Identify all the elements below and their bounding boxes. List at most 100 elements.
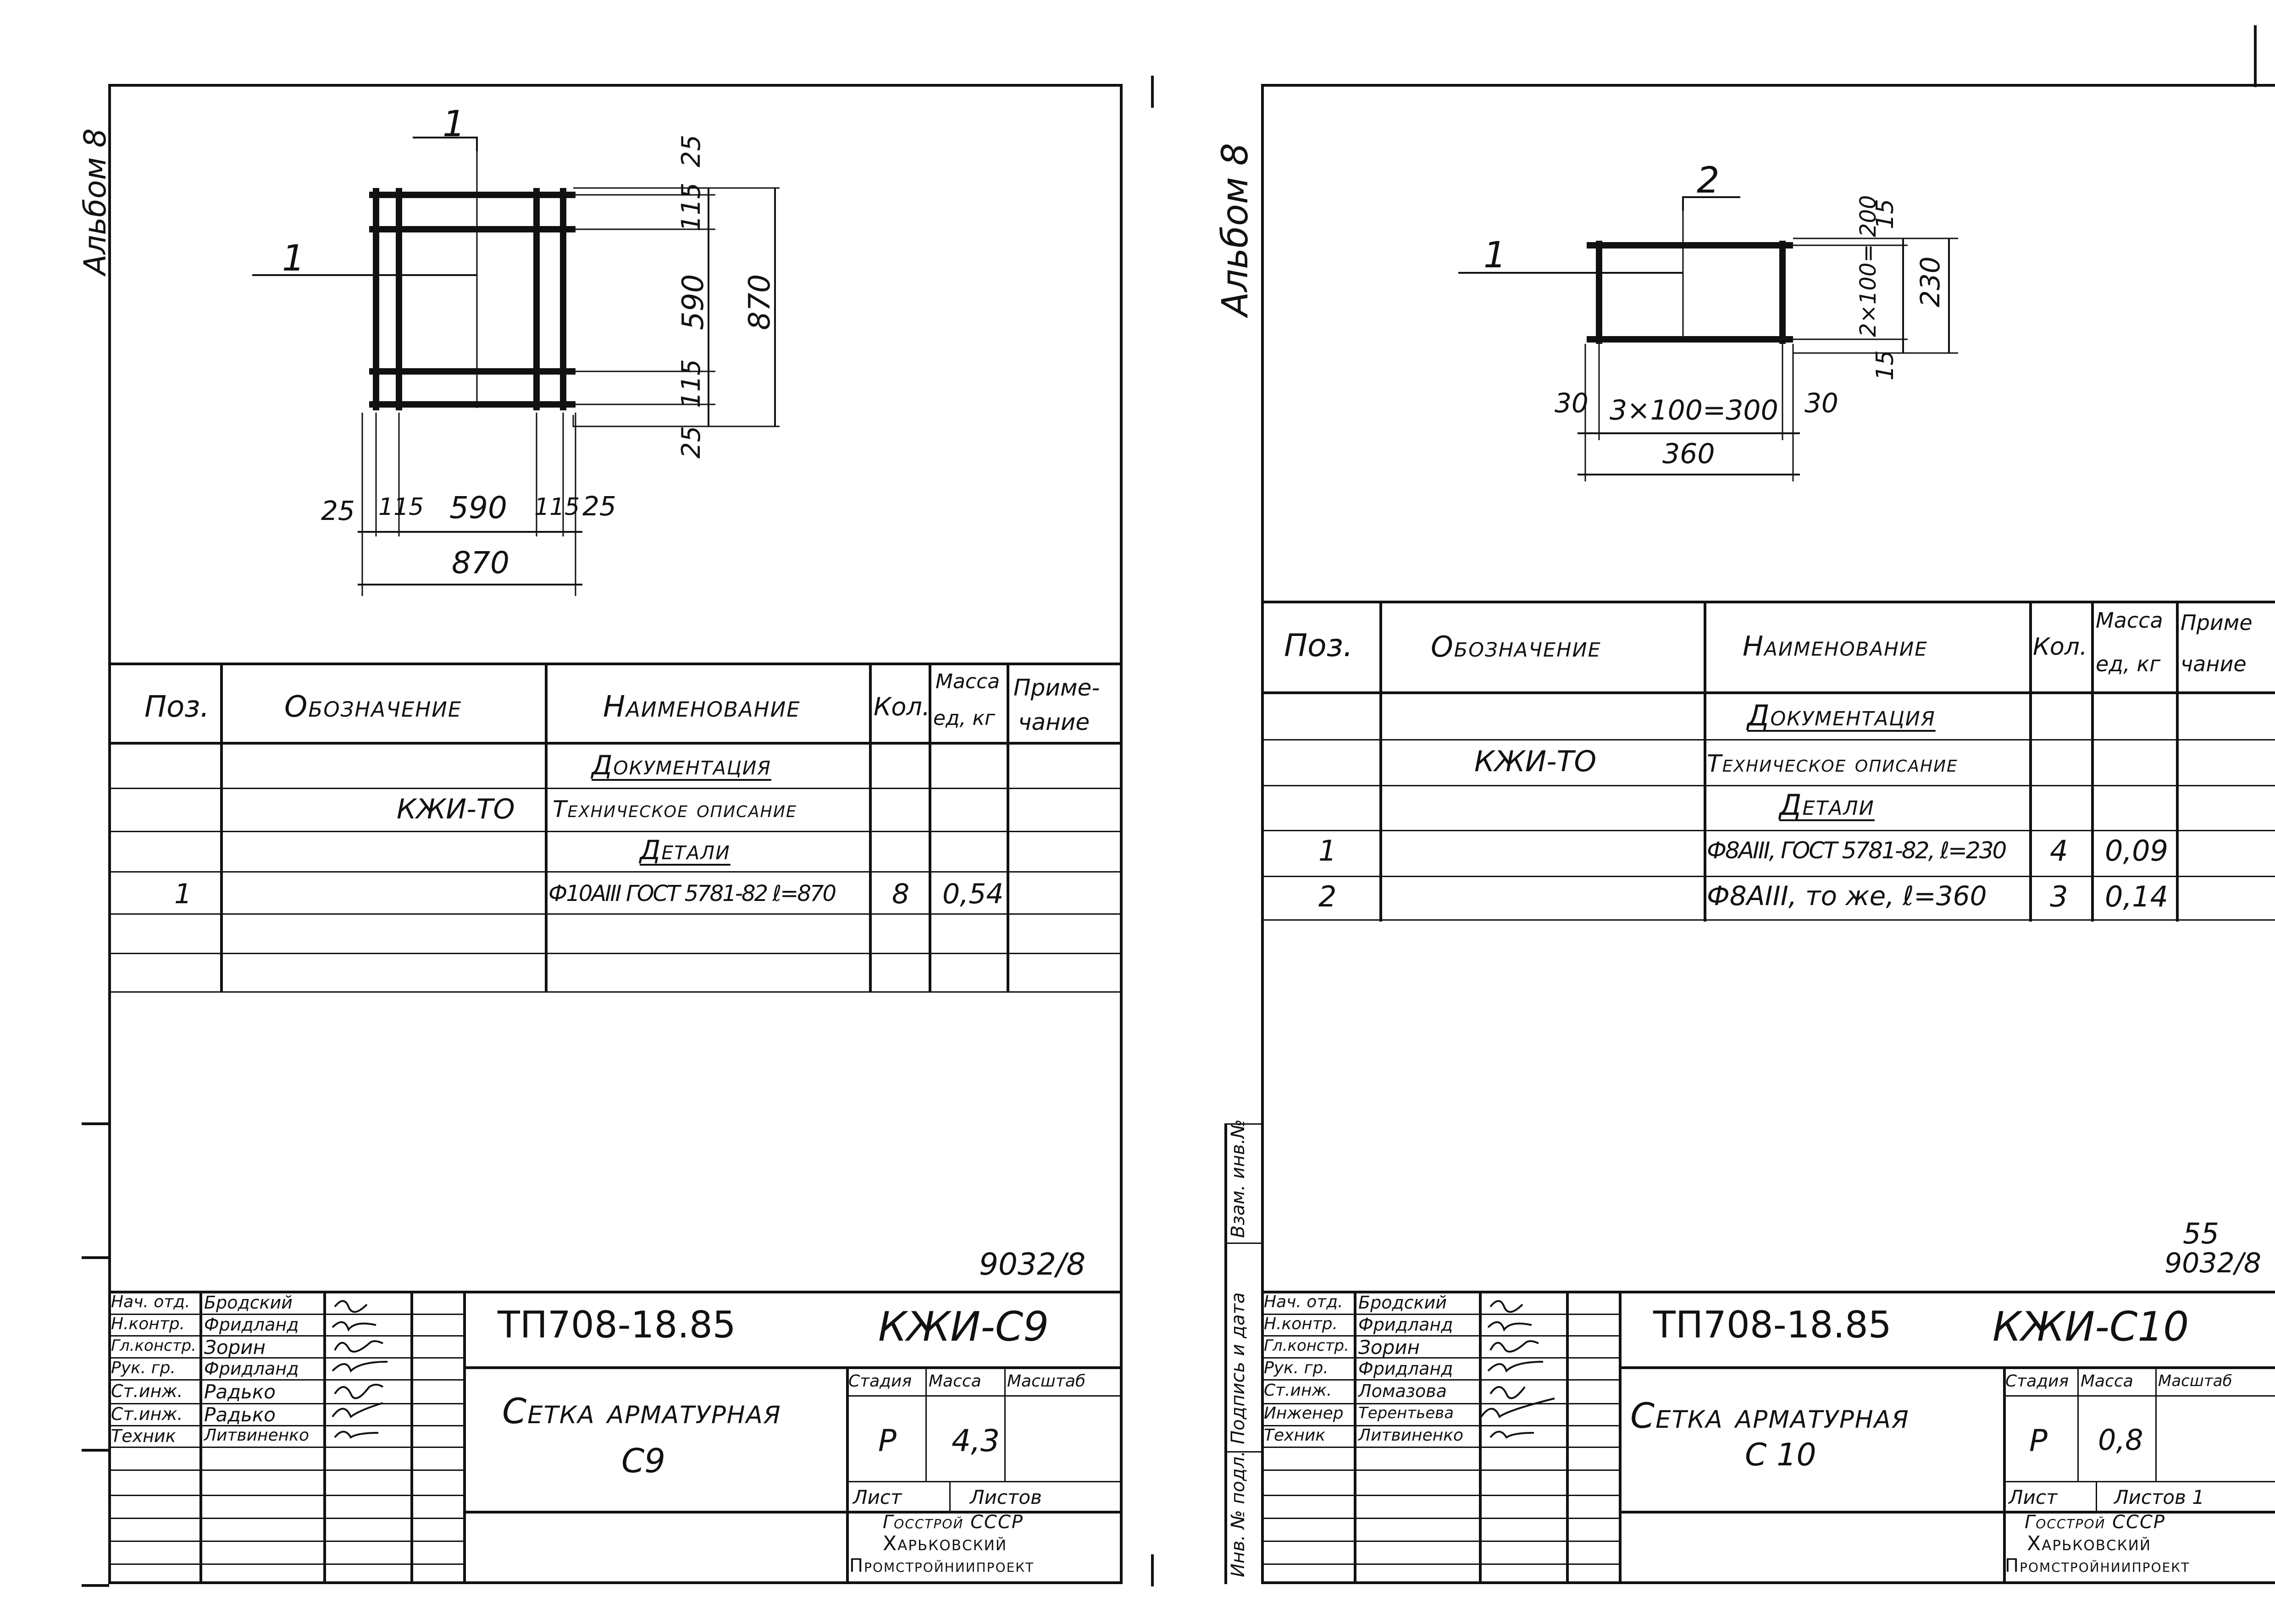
left-leader-label: 1	[282, 238, 305, 279]
left-stage-label: Стадия	[848, 1372, 912, 1391]
left-org-line2: Харьковский	[883, 1532, 1007, 1555]
right-name-7: Литвиненко	[1358, 1426, 1464, 1445]
left-tb-row	[108, 1335, 466, 1337]
right-mass-label: Масса	[2081, 1372, 2133, 1391]
right-header-qty: Кол.	[2033, 633, 2087, 661]
right-project-code: ТП708-18.85	[1653, 1304, 1892, 1346]
left-tb-col	[463, 1291, 466, 1584]
left-table-rowline	[108, 991, 1123, 993]
right-section-parts: Детали	[1779, 788, 1875, 822]
left-sheet-frame	[108, 84, 1123, 1584]
left-tb-row	[108, 1314, 466, 1315]
right-dim-v-2: 2×100= 200	[1855, 195, 1881, 337]
right-doc-designation: КЖИ-ТО	[1474, 745, 1597, 778]
left-tb-stage-col3	[1004, 1366, 1006, 1481]
right-tb-row	[1261, 1403, 1621, 1404]
left-row-1-qty: 8	[892, 878, 910, 910]
right-tb-stage-row	[2003, 1395, 2275, 1397]
right-role-3: Гл.констр.	[1264, 1337, 1349, 1355]
right-name-3: Зорин	[1358, 1336, 1420, 1359]
left-row-1-pos: 1	[174, 878, 192, 910]
left-titleblock-top	[108, 1291, 1123, 1293]
left-table-rowline	[108, 788, 1123, 789]
right-stage-label: Стадия	[2005, 1372, 2069, 1391]
right-titleblock-top	[1261, 1291, 2275, 1293]
right-header-mass-2: ед, кг	[2096, 652, 2161, 676]
right-table-rowline	[1261, 876, 2275, 877]
right-role-6: Инженер	[1264, 1404, 1344, 1423]
right-stamp-inv: Инв. № подл.	[1228, 1451, 1249, 1577]
left-table-rowline	[108, 831, 1123, 832]
right-sheet-label: Лист	[2009, 1486, 2058, 1508]
right-stamp-row	[1224, 1451, 1263, 1453]
right-name-6: Терентьева	[1358, 1404, 1454, 1422]
right-dim-v-3: 15	[1871, 350, 1899, 381]
left-project-code: ТП708-18.85	[498, 1304, 736, 1346]
left-scale-label: Масштаб	[1007, 1372, 1086, 1391]
left-role-3: Гл.констр.	[111, 1337, 196, 1355]
left-tb-title-split	[463, 1366, 1123, 1369]
right-tb-stage-col2	[2077, 1366, 2079, 1481]
right-role-1: Нач. отд.	[1264, 1293, 1343, 1311]
left-table-rowline	[108, 913, 1123, 915]
right-corner-mark	[2254, 25, 2257, 87]
left-header-note-2: чание	[1018, 709, 1090, 735]
right-header-mass-1: Масса	[2096, 608, 2163, 633]
right-row-2-qty: 3	[2050, 880, 2068, 913]
left-dim-h-total: 870	[452, 545, 509, 580]
right-row-1-name: Ф8АIII, ГОСТ 5781-82, ℓ=230	[1707, 837, 2007, 864]
right-tb-stage-col	[2003, 1366, 2006, 1584]
left-row-1-mass: 0,54	[942, 878, 1004, 910]
right-tb-col	[1354, 1291, 1356, 1584]
left-table-top	[108, 663, 1123, 665]
right-table-col	[1379, 601, 1382, 922]
right-doc-name: Техническое описание	[1707, 750, 1958, 778]
left-tb-col	[323, 1291, 326, 1584]
left-tb-row	[108, 1469, 466, 1471]
left-title-line1: Сетка арматурная	[502, 1391, 781, 1431]
right-role-2: Н.контр.	[1264, 1315, 1338, 1333]
left-name-3: Зорин	[204, 1336, 266, 1359]
left-header-mass-2: ед, кг	[933, 707, 996, 730]
left-mass-value: 4,3	[952, 1423, 1000, 1458]
left-title-line2: С9	[621, 1442, 666, 1480]
left-header-note-1: Приме-	[1013, 674, 1100, 701]
center-cut-mark	[1151, 1554, 1154, 1586]
right-dim-right: 30	[1805, 387, 1838, 419]
left-mesh-drawing	[252, 137, 780, 596]
left-role-5: Ст.инж.	[111, 1381, 183, 1401]
right-tb-row	[1261, 1447, 1621, 1448]
left-tb-row	[108, 1518, 466, 1519]
right-row-2-mass: 0,14	[2105, 880, 2169, 913]
left-tb-row	[108, 1563, 466, 1565]
right-signatures	[1480, 1300, 1555, 1439]
right-stamp-row	[1224, 1243, 1263, 1244]
right-role-5: Ст.инж.	[1264, 1381, 1332, 1400]
right-title-line1: Сетка арматурная	[1630, 1395, 1910, 1436]
right-row-2-name: Ф8АIII, то же, ℓ=360	[1707, 880, 1987, 911]
right-stage-value: Р	[2029, 1423, 2048, 1458]
right-stamp-col	[1261, 1123, 1264, 1584]
right-tb-row	[1261, 1541, 1621, 1542]
right-tb-stage-row	[2003, 1481, 2275, 1482]
left-header-mass-1: Масса	[935, 670, 1000, 693]
right-mass-value: 0,8	[2098, 1423, 2143, 1457]
right-header-note-2: чание	[2181, 652, 2247, 676]
left-header-name: Наименование	[603, 690, 801, 724]
left-tb-row	[108, 1379, 466, 1381]
right-tb-col	[1566, 1291, 1569, 1584]
right-table-rowline	[1261, 919, 2275, 921]
left-tb-col	[410, 1291, 413, 1584]
right-mesh-drawing	[1458, 196, 1958, 481]
right-tb-row	[1261, 1335, 1621, 1337]
right-page-number: 55	[2183, 1217, 2219, 1250]
right-tb-col	[1479, 1291, 1482, 1584]
left-doc-designation: КЖИ-ТО	[397, 793, 515, 825]
right-table-rowline	[1261, 830, 2275, 831]
right-stamp-signature: Подпись и дата	[1228, 1292, 1249, 1444]
left-dim-h-3: 590	[449, 490, 507, 525]
left-role-2: Н.контр.	[111, 1315, 185, 1333]
right-tb-row	[1261, 1495, 1621, 1496]
right-row-2-pos: 2	[1318, 880, 1337, 913]
right-table-top	[1261, 601, 2275, 603]
